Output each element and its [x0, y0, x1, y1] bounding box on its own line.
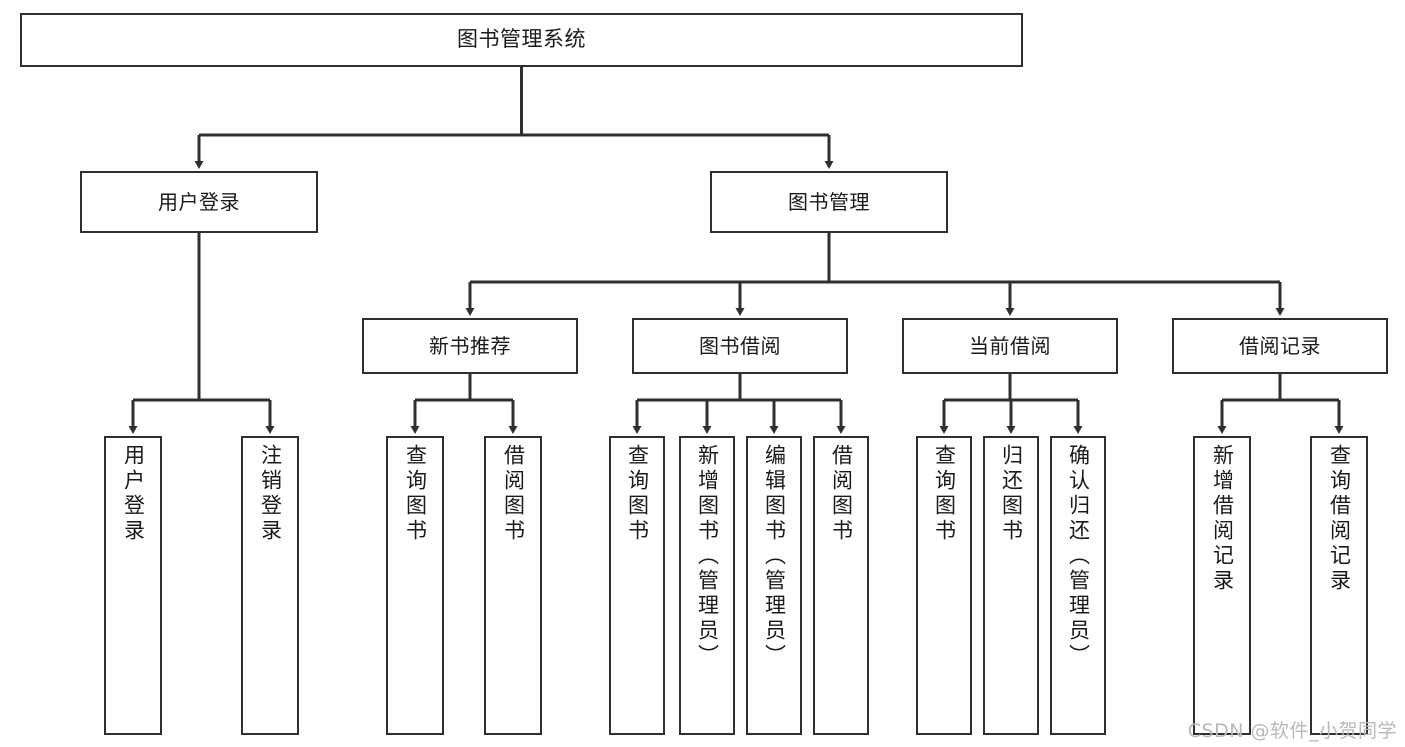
node-label: 图书管理系统: [457, 27, 586, 52]
node-leaf-borrow-book-2[interactable]: 借阅图书: [813, 436, 869, 735]
node-leaf-add-book[interactable]: 新增图书（管理员）: [679, 436, 735, 735]
node-label: 图书借阅: [699, 333, 781, 358]
node-label: 注销登录: [258, 444, 283, 544]
node-label: 查询图书: [932, 444, 957, 544]
node-leaf-query-book-3[interactable]: 查询图书: [916, 436, 972, 735]
node-label: 查询图书: [625, 444, 650, 544]
node-label: 新增图书（管理员）: [695, 444, 720, 669]
node-label: 借阅图书: [501, 444, 526, 544]
node-label: 归还图书: [999, 444, 1024, 544]
node-book-manage[interactable]: 图书管理: [710, 171, 948, 233]
node-book-borrow[interactable]: 图书借阅: [632, 318, 848, 374]
node-label: 当前借阅: [969, 333, 1051, 358]
node-leaf-user-logout[interactable]: 注销登录: [241, 436, 299, 735]
node-label: 新书推荐: [429, 333, 511, 358]
node-label: 用户登录: [121, 444, 146, 544]
node-current-borrow[interactable]: 当前借阅: [902, 318, 1118, 374]
node-leaf-query-book-2[interactable]: 查询图书: [609, 436, 665, 735]
node-user-login[interactable]: 用户登录: [80, 171, 318, 233]
node-leaf-query-record[interactable]: 查询借阅记录: [1310, 436, 1368, 735]
node-label: 确认归还（管理员）: [1066, 444, 1091, 669]
node-new-book-recommend[interactable]: 新书推荐: [362, 318, 578, 374]
node-label: 查询借阅记录: [1327, 444, 1352, 594]
node-root[interactable]: 图书管理系统: [20, 13, 1023, 67]
node-leaf-edit-book[interactable]: 编辑图书（管理员）: [746, 436, 802, 735]
node-label: 借阅记录: [1239, 333, 1321, 358]
node-label: 编辑图书（管理员）: [762, 444, 787, 669]
node-leaf-user-login[interactable]: 用户登录: [104, 436, 162, 735]
node-leaf-borrow-book-1[interactable]: 借阅图书: [484, 436, 542, 735]
node-leaf-confirm-return[interactable]: 确认归还（管理员）: [1050, 436, 1106, 735]
node-leaf-query-book-1[interactable]: 查询图书: [386, 436, 444, 735]
node-leaf-add-record[interactable]: 新增借阅记录: [1193, 436, 1251, 735]
node-label: 图书管理: [788, 189, 870, 214]
node-label: 新增借阅记录: [1210, 444, 1235, 594]
watermark: CSDN @软件_小贺同学: [1187, 720, 1397, 742]
node-label: 查询图书: [403, 444, 428, 544]
node-leaf-return-book[interactable]: 归还图书: [983, 436, 1039, 735]
node-label: 用户登录: [158, 189, 240, 214]
node-label: 借阅图书: [829, 444, 854, 544]
node-borrow-record[interactable]: 借阅记录: [1172, 318, 1388, 374]
